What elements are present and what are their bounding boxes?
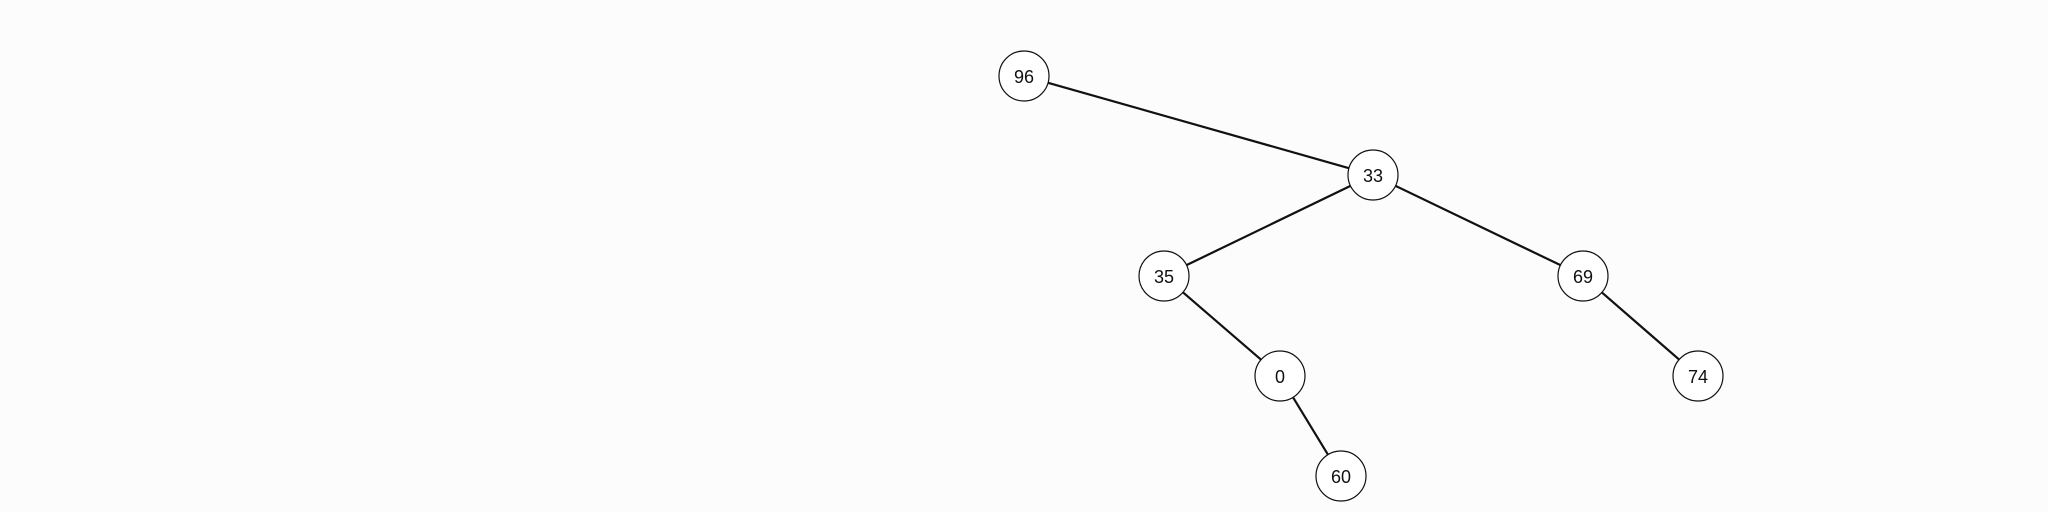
node-label: 60 [1331, 467, 1351, 487]
tree-node-35: 35 [1138, 250, 1190, 302]
edge-n69-n74 [1600, 291, 1681, 361]
node-label: 74 [1688, 367, 1708, 387]
node-label: 35 [1154, 267, 1174, 287]
node-circle [1315, 450, 1367, 502]
node-circle [1254, 350, 1306, 402]
tree-node-60: 60 [1315, 450, 1367, 502]
tree-node-69: 69 [1557, 250, 1609, 302]
tree-node-0: 0 [1254, 350, 1306, 402]
edge-n35-n0 [1181, 291, 1263, 361]
edge-n33-n35 [1185, 184, 1352, 267]
node-circle [998, 50, 1050, 102]
edge-n33-n69 [1394, 184, 1562, 267]
node-label: 69 [1573, 267, 1593, 287]
tree-nodes: 96 33 35 69 0 74 60 [998, 50, 1724, 502]
node-circle [1557, 250, 1609, 302]
tree-node-96: 96 [998, 50, 1050, 102]
edge-n96-n33 [1046, 81, 1351, 170]
tree-node-33: 33 [1347, 149, 1399, 201]
node-circle [1138, 250, 1190, 302]
edge-n0-n60 [1291, 396, 1330, 456]
node-circle [1672, 350, 1724, 402]
tree-node-74: 74 [1672, 350, 1724, 402]
node-label: 0 [1275, 367, 1285, 387]
node-circle [1347, 149, 1399, 201]
tree-edges [1046, 81, 1681, 456]
node-label: 33 [1363, 166, 1383, 186]
node-label: 96 [1014, 67, 1034, 87]
